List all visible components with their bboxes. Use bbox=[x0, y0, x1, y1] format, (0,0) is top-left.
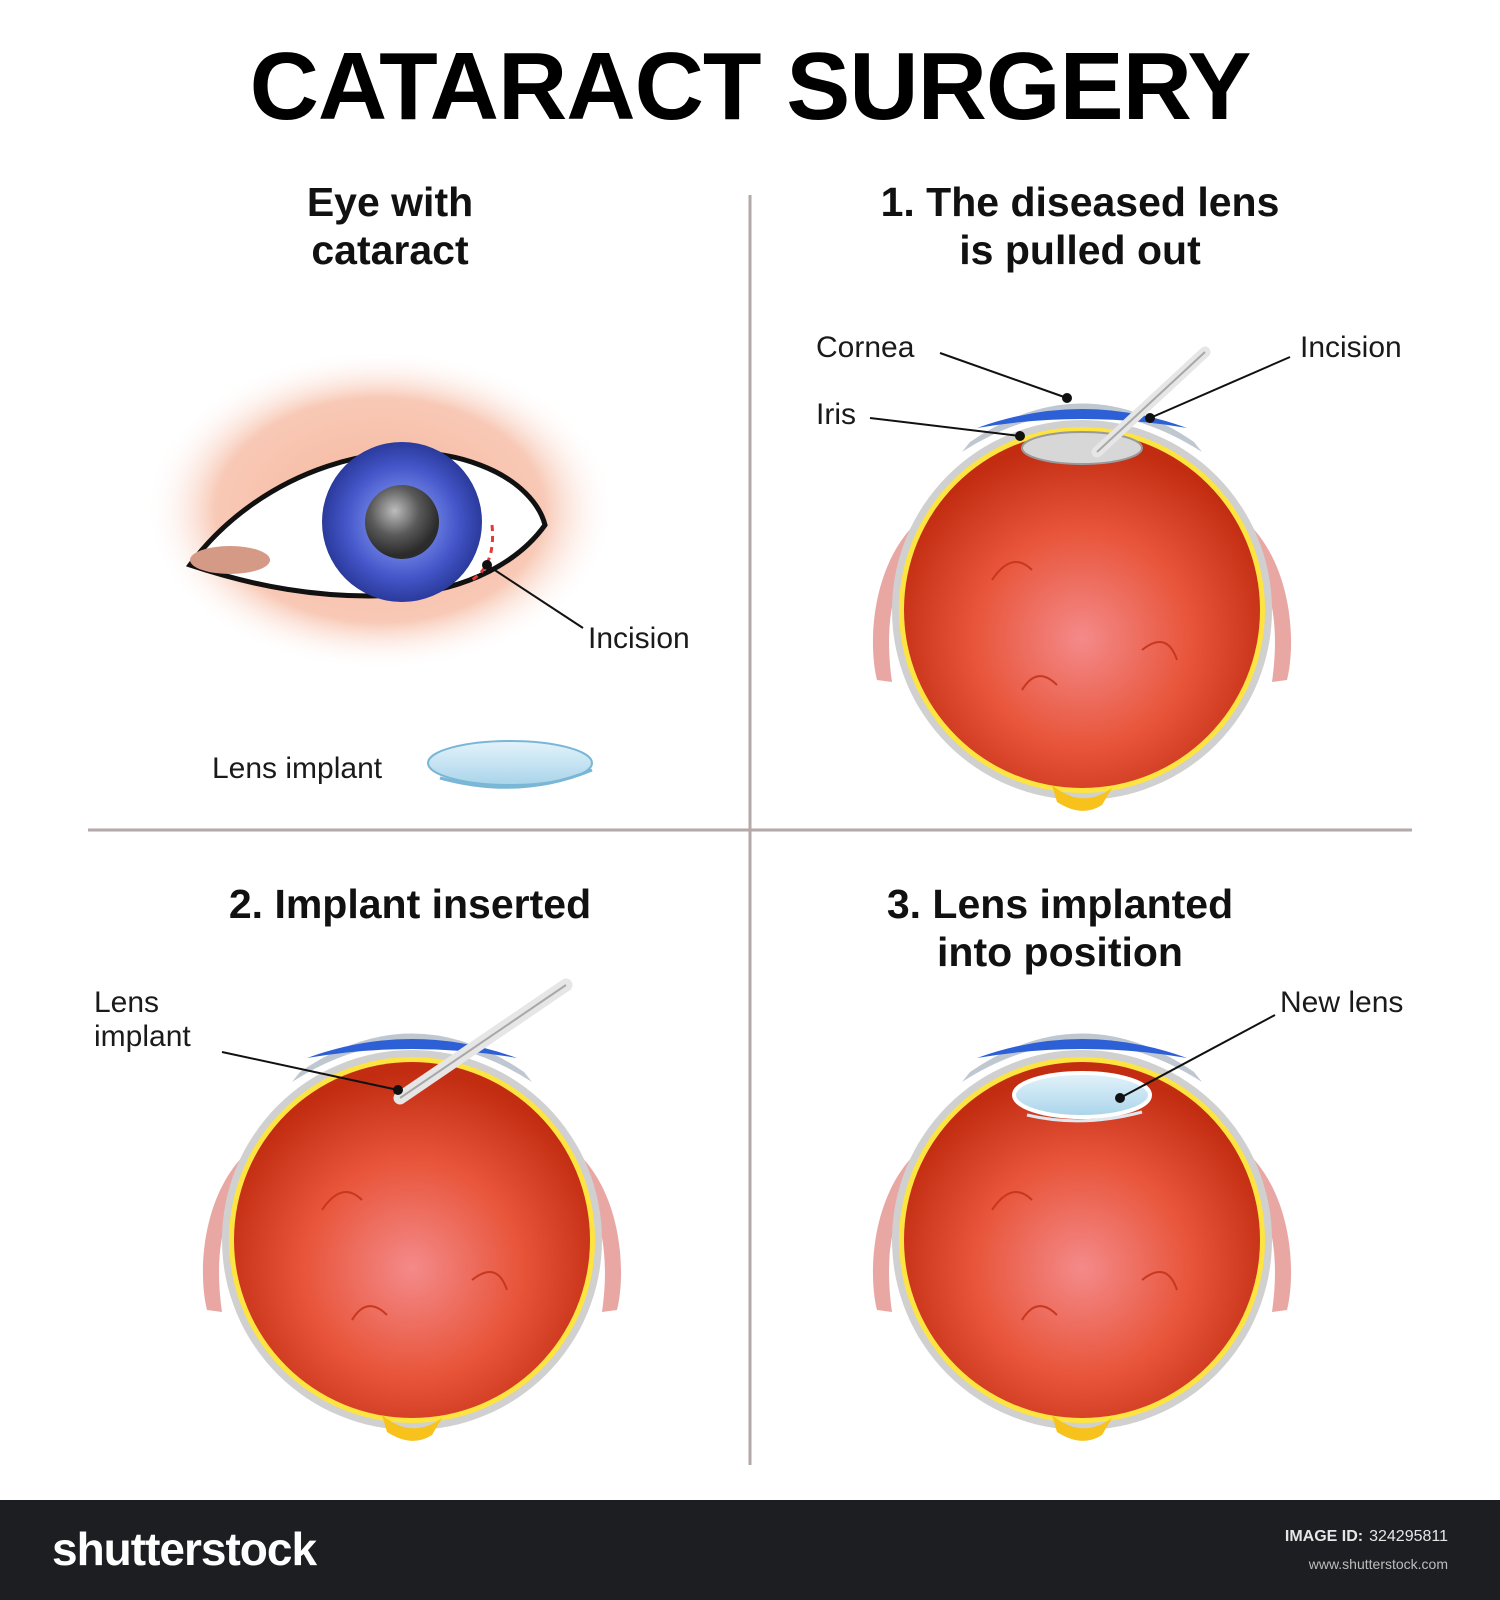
label-line: implant bbox=[94, 1020, 191, 1053]
heading-line: is pulled out bbox=[959, 227, 1201, 273]
image-id-label: IMAGE ID: bbox=[1284, 1528, 1364, 1545]
leader-lines-step2 bbox=[221, 1051, 403, 1095]
image-id-number: 324295811 bbox=[1369, 1528, 1448, 1545]
label-new-lens: New lens bbox=[1280, 986, 1404, 1019]
surgical-instrument-step1 bbox=[1091, 346, 1211, 458]
heading-line: Eye with bbox=[306, 179, 474, 225]
footer-bar: shutterstock IMAGE ID: 324295811 www.shut… bbox=[0, 1500, 1500, 1600]
heading-step2: 2. Implant inserted bbox=[160, 880, 660, 928]
label-incision-step1: Incision bbox=[1300, 331, 1402, 364]
surgical-instrument-step2 bbox=[393, 978, 573, 1105]
page-title: CATARACT SURGERY bbox=[249, 33, 1252, 140]
heading-line: 3. Lens implanted bbox=[886, 881, 1234, 927]
eyeball-step3 bbox=[871, 1032, 1293, 1442]
leader-lines-step1 bbox=[869, 352, 1291, 441]
site-url: www.shutterstock.com bbox=[1308, 1556, 1448, 1572]
leader-lines-step3 bbox=[1115, 1014, 1276, 1103]
heading-eye-with-cataract: Eye with cataract bbox=[190, 178, 590, 274]
diagram-illustration bbox=[88, 195, 1412, 1465]
heading-step1: 1. The diseased lens is pulled out bbox=[800, 178, 1360, 274]
label-iris: Iris bbox=[816, 398, 856, 431]
label-incision-eye: Incision bbox=[588, 622, 690, 655]
label-cornea: Cornea bbox=[816, 331, 915, 364]
heading-line: 1. The diseased lens bbox=[880, 179, 1280, 225]
eyeball-step1 bbox=[871, 402, 1293, 812]
heading-line: 2. Implant inserted bbox=[228, 881, 592, 927]
label-lens-implant: Lens implant bbox=[212, 752, 383, 785]
label-lens-implant-step2: Lens implant bbox=[94, 986, 191, 1054]
label-line: Lens bbox=[94, 986, 160, 1019]
heading-line: cataract bbox=[311, 227, 469, 273]
heading-line: into position bbox=[937, 929, 1183, 975]
brand-logo: shutterstock bbox=[52, 1523, 317, 1575]
eye-with-cataract-illustration bbox=[145, 350, 615, 789]
heading-step3: 3. Lens implanted into position bbox=[810, 880, 1310, 976]
image-id: IMAGE ID: 324295811 bbox=[1285, 1528, 1448, 1546]
